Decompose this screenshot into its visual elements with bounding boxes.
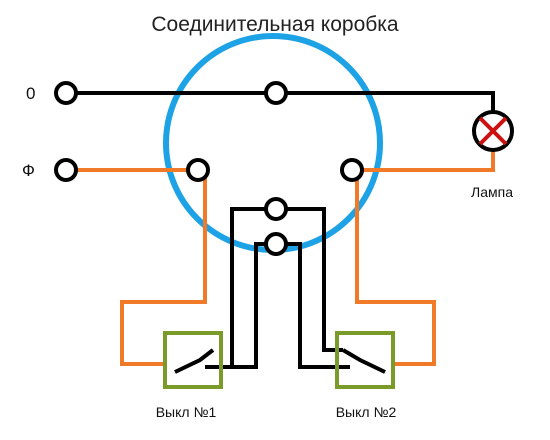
label-neutral: 0: [26, 84, 35, 103]
neutral-wire: [66, 91, 495, 112]
terminal-box-phase: [186, 158, 210, 182]
switch-2: [335, 331, 395, 389]
traveller-wire-upper-right: [276, 207, 343, 352]
switch-1-lever: [174, 348, 215, 374]
lamp-cross-icon: [478, 116, 508, 146]
label-switch-2: Выкл №2: [336, 404, 397, 420]
diagram-title: Соединительная коробка: [151, 13, 399, 36]
label-phase: Ф: [22, 161, 35, 180]
lamp: [472, 110, 514, 152]
switch-2-frame: [335, 331, 395, 389]
terminal-box-neutral: [264, 81, 288, 105]
label-switch-1: Выкл №1: [156, 404, 217, 420]
terminal-box-traveller-2: [264, 232, 288, 256]
terminal-box-lamp: [340, 158, 364, 182]
terminal-phase-input: [54, 158, 78, 182]
label-lamp: Лампа: [471, 184, 513, 200]
switch-2-lever: [341, 348, 386, 374]
lamp-to-switch2-wire: [355, 150, 495, 366]
traveller-wire-lower: [205, 242, 276, 369]
terminal-neutral-input: [54, 81, 78, 105]
phase-wires: [66, 150, 495, 366]
switch-1: [163, 331, 223, 389]
switch-1-frame: [163, 331, 223, 389]
neutral-wires: [66, 91, 495, 369]
terminal-box-traveller-1: [264, 197, 288, 221]
